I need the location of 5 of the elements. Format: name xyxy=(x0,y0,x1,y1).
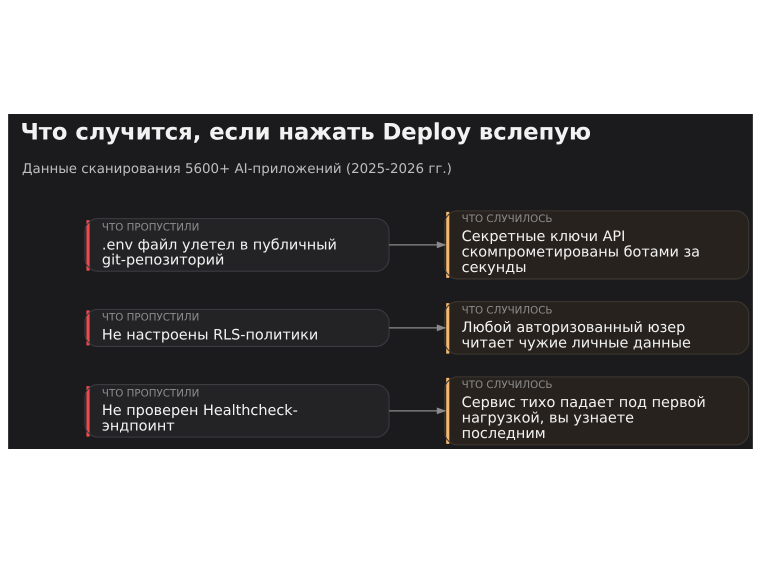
label: Данные сканирования 5600+ AI-приложений (2025-2026 гг.) xyxy=(22,162,452,178)
arrow xyxy=(389,324,446,332)
arrow xyxy=(389,242,446,248)
arrow xyxy=(389,407,446,414)
diagram-title: Что случится, если нажать Deploy вслепую xyxy=(20,119,592,146)
